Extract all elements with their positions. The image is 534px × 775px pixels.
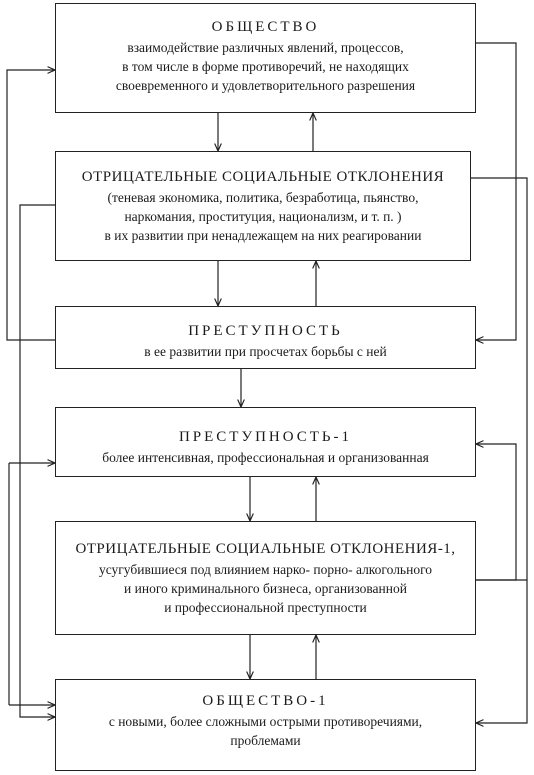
box-negative-deviations-1: ОТРИЦАТЕЛЬНЫЕ СОЦИАЛЬНЫЕ ОТКЛОНЕНИЯ-1, у… [55, 521, 476, 635]
box-society-1-line: проблемами [230, 733, 301, 748]
box-negative-deviations: ОТРИЦАТЕЛЬНЫЕ СОЦИАЛЬНЫЕ ОТКЛОНЕНИЯ (тен… [55, 151, 471, 261]
loop-right-3 [471, 177, 528, 581]
box-negative-deviations-1-title: ОТРИЦАТЕЛЬНЫЕ СОЦИАЛЬНЫЕ ОТКЛОНЕНИЯ-1, [75, 541, 456, 557]
box-negative-deviations-line: наркомания, проституция, национализм, и … [124, 209, 402, 224]
box-society-1-line: с новыми, более сложными острыми противо… [108, 714, 423, 729]
box-negative-deviations-title: ОТРИЦАТЕЛЬНЫЕ СОЦИАЛЬНЫЕ ОТКЛОНЕНИЯ [81, 169, 445, 185]
box-crime-1-line: более интенсивная, профессиональная и ор… [102, 450, 429, 465]
box-negative-deviations-1-line: и иного криминального бизнеса, организов… [124, 581, 407, 596]
box-society-1-title: ОБЩЕСТВО-1 [202, 693, 329, 709]
box-negative-deviations-line: (теневая экономика, политика, безработиц… [107, 190, 419, 205]
box-crime-title: ПРЕСТУПНОСТЬ [188, 323, 343, 339]
loop-left-1 [6, 70, 55, 341]
box-society-line: взаимодействие различных явлений, процес… [127, 40, 404, 55]
loop-right-1 [476, 42, 517, 340]
loop-right-4 [476, 580, 528, 723]
loop-left-2 [19, 204, 55, 717]
box-negative-deviations-1-line: и профессиональной преступности [164, 600, 367, 615]
box-society-line: своевременного и удовлетворительного раз… [115, 78, 416, 93]
box-crime-1-title: ПРЕСТУПНОСТЬ-1 [178, 429, 353, 445]
box-society-1: ОБЩЕСТВО-1 с новыми, более сложными остр… [55, 679, 476, 771]
box-crime: ПРЕСТУПНОСТЬ в ее развитии при просчетах… [55, 306, 476, 369]
loop-right-2 [476, 444, 517, 581]
box-crime-line: в ее развитии при просчетах борьбы с ней [144, 344, 387, 359]
box-negative-deviations-line: в их развитии при ненадлежащем на них ре… [104, 228, 422, 243]
box-society-title: ОБЩЕСТВО [211, 19, 320, 35]
box-society: ОБЩЕСТВО взаимодействие различных явлени… [55, 3, 476, 113]
box-society-line: в том числе в форме противоречий, не нах… [122, 59, 409, 74]
box-negative-deviations-1-line: усугубившиеся под влиянием нарко- порно-… [98, 562, 433, 577]
box-crime-1: ПРЕСТУПНОСТЬ-1 более интенсивная, профес… [55, 407, 476, 477]
